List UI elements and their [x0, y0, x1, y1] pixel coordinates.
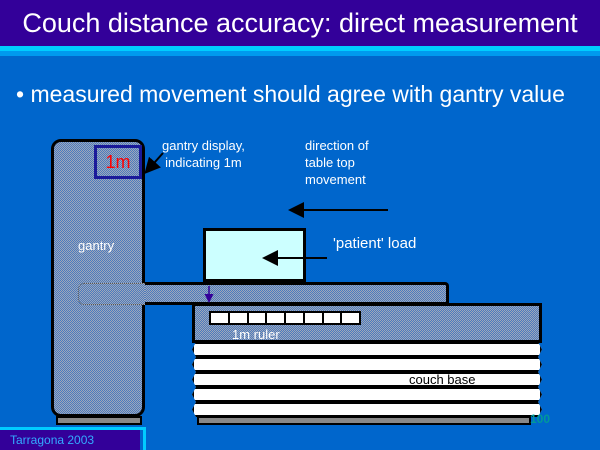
- gantry-base: [56, 416, 142, 425]
- couch-bellows-slat: [192, 402, 542, 417]
- couch-base-label: couch base: [409, 372, 476, 387]
- slide-title: Couch distance accuracy: direct measurem…: [22, 8, 578, 38]
- ruler-segment: [286, 313, 303, 323]
- ruler-segment: [248, 313, 266, 323]
- gantry-label: gantry: [78, 238, 115, 253]
- couch-bellows-slat: [192, 357, 542, 372]
- couch-bellows-slat: [192, 387, 542, 402]
- couch-bellows-slat: [192, 342, 542, 357]
- ruler-segment: [342, 313, 359, 323]
- ruler-segment: [229, 313, 247, 323]
- table-top: [145, 282, 449, 305]
- ruler-segment: [323, 313, 341, 323]
- ruler-segment: [304, 313, 322, 323]
- gantry-display: 1m: [94, 145, 142, 179]
- footer-outline: [0, 427, 146, 450]
- gantry-display-label: gantry display, indicating 1m: [162, 138, 245, 170]
- ruler-segment: [267, 313, 284, 323]
- couch-base-plate: [197, 416, 531, 425]
- patient-label: 'patient' load: [333, 235, 417, 252]
- footer-text: Tarragona 2003: [0, 430, 140, 450]
- ruler-label: 1m ruler: [232, 327, 280, 342]
- title-stripe: [0, 46, 600, 51]
- title-stripe-2: [0, 51, 600, 56]
- direction-label: direction of table top movement: [305, 138, 369, 187]
- table-top-inside-gantry: [78, 283, 146, 305]
- ruler: [209, 311, 361, 325]
- ruler-segment: [211, 313, 228, 323]
- display-pointer-arrow: [144, 152, 164, 174]
- couch-bellows-slat: [192, 372, 542, 387]
- page-number: 100: [530, 412, 551, 426]
- patient-load: [203, 228, 306, 282]
- bullet-text: measured movement should agree with gant…: [30, 81, 565, 107]
- bullet-point: • measured movement should agree with ga…: [16, 81, 565, 107]
- gantry: [51, 139, 145, 417]
- title-bar: [0, 0, 600, 46]
